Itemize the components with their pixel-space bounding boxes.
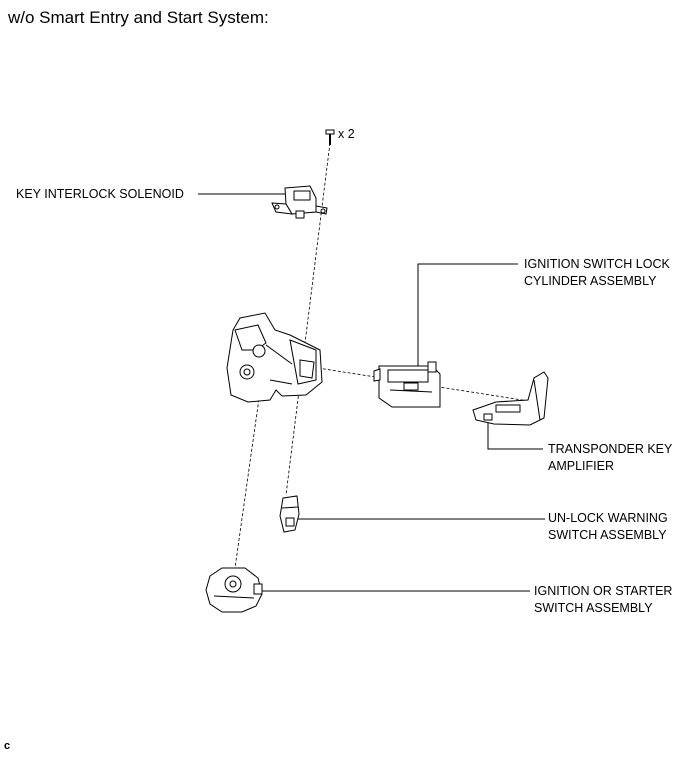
figure-code: c xyxy=(4,740,11,752)
unlock-warning-switch-icon xyxy=(279,495,300,533)
ignition-lock-cylinder-label-line2: CYLINDER ASSEMBLY xyxy=(524,274,657,288)
bolt-icon xyxy=(325,129,335,145)
ignition-lock-cylinder-label-line1: IGNITION SWITCH LOCK xyxy=(524,257,670,271)
unlock-warning-switch-label-line1: UN-LOCK WARNING xyxy=(548,511,668,525)
transponder-key-amplifier-label-line2: AMPLIFIER xyxy=(548,459,614,473)
ignition-starter-switch-label: IGNITION OR STARTER SWITCH ASSEMBLY xyxy=(534,583,672,617)
steering-lock-housing-icon xyxy=(226,312,323,403)
ignition-starter-switch-icon xyxy=(205,567,263,613)
transponder-key-amplifier-icon xyxy=(472,371,549,426)
ignition-starter-switch-label-line1: IGNITION OR STARTER xyxy=(534,584,673,598)
unlock-warning-switch-label-line2: SWITCH ASSEMBLY xyxy=(548,528,667,542)
ignition-lock-cylinder-label: IGNITION SWITCH LOCK CYLINDER ASSEMBLY xyxy=(524,256,670,290)
transponder-key-amplifier-label-line1: TRANSPONDER KEY xyxy=(548,442,673,456)
ignition-lock-cylinder-icon xyxy=(373,361,441,408)
assembly-axis-cylinder xyxy=(317,367,536,403)
key-interlock-solenoid-icon xyxy=(271,185,328,219)
leader-transponder-key-amplifier xyxy=(487,420,543,450)
bolt-quantity-label: x 2 xyxy=(338,127,355,141)
page-title: w/o Smart Entry and Start System: xyxy=(8,8,269,27)
assembly-axis-bolt xyxy=(285,142,331,496)
unlock-warning-switch-label: UN-LOCK WARNING SWITCH ASSEMBLY xyxy=(548,510,668,544)
leader-ignition-lock-cylinder xyxy=(417,263,518,372)
ignition-starter-switch-label-line2: SWITCH ASSEMBLY xyxy=(534,601,653,615)
key-interlock-solenoid-label: KEY INTERLOCK SOLENOID xyxy=(16,187,184,201)
transponder-key-amplifier-label: TRANSPONDER KEY AMPLIFIER xyxy=(548,441,672,475)
